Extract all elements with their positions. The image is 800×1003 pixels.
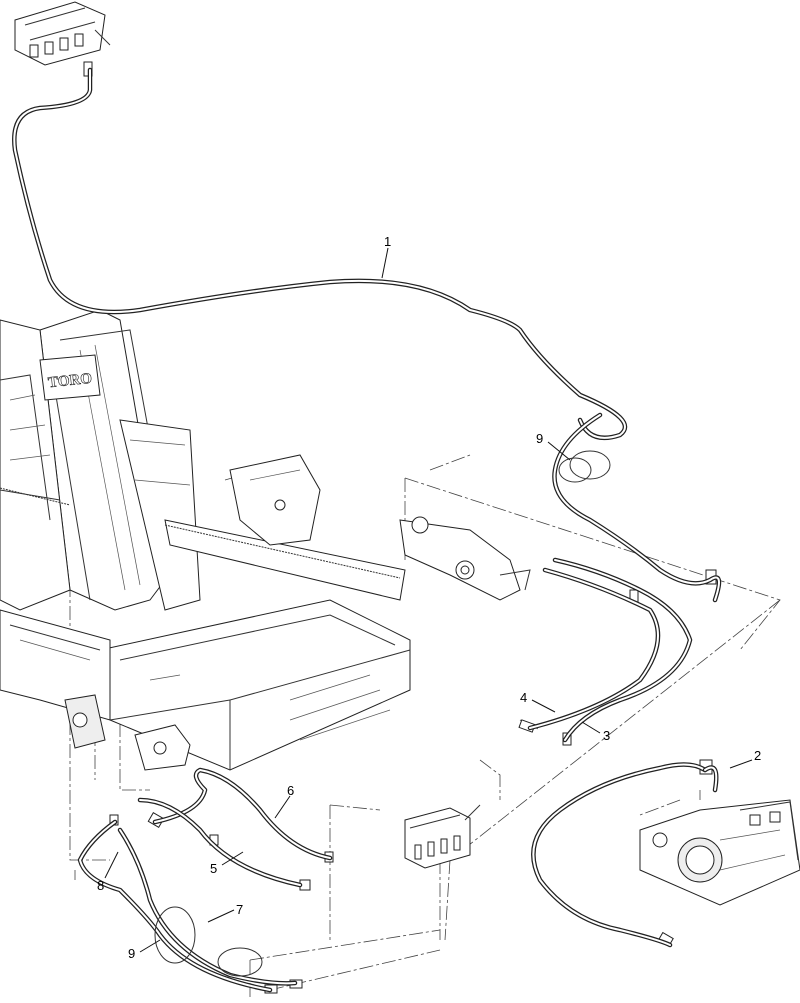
callout-4: 4	[520, 690, 527, 705]
toro-logo: TORO	[47, 371, 92, 392]
callout-7: 7	[236, 902, 243, 917]
machine-frame: TORO	[0, 309, 531, 771]
callout-9-upper: 9	[536, 431, 543, 446]
center-valve-bank	[404, 804, 481, 869]
callout-labels: 1 2 3 4 5 6 7 8 9 9	[97, 234, 761, 961]
hose-2	[531, 762, 719, 948]
hose-1	[12, 67, 722, 603]
callout-1: 1	[384, 234, 391, 249]
hose-7-and-8	[77, 819, 298, 993]
upper-control-valve	[14, 1, 111, 77]
hose-clamp-lower	[154, 906, 263, 977]
callout-8: 8	[97, 878, 104, 893]
callout-2: 2	[754, 748, 761, 763]
hydraulic-pump	[639, 799, 800, 906]
callout-5: 5	[210, 861, 217, 876]
callout-leaders	[104, 247, 753, 953]
callout-9-lower: 9	[128, 946, 135, 961]
hose-clamp-upper	[558, 450, 611, 483]
hose-3-and-4	[527, 557, 693, 743]
callout-3: 3	[603, 728, 610, 743]
callout-6: 6	[287, 783, 294, 798]
hose-5-and-6	[137, 767, 333, 888]
